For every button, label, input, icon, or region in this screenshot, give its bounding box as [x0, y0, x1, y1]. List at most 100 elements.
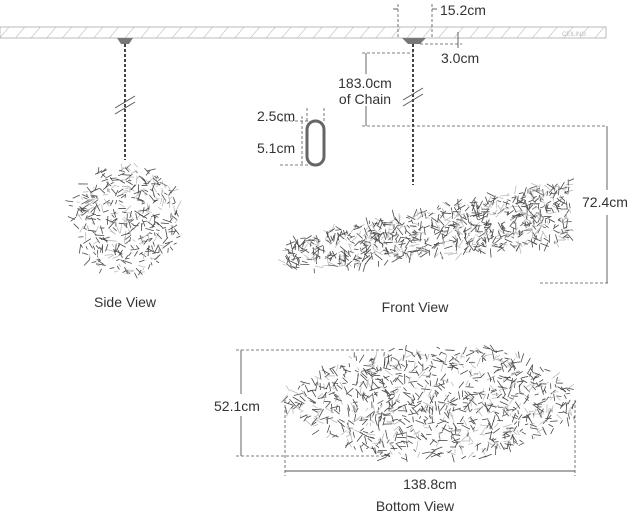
- foliage-stroke: [307, 396, 316, 403]
- foliage-stroke: [345, 260, 353, 267]
- foliage-stroke: [457, 212, 463, 219]
- foliage-stroke: [325, 256, 332, 260]
- foliage-stroke: [390, 231, 395, 235]
- foliage-stroke: [557, 386, 567, 392]
- foliage-stroke: [300, 381, 311, 385]
- foliage-stroke: [424, 415, 429, 420]
- foliage-stroke: [513, 215, 519, 224]
- height-dimension: 72.4cm: [540, 126, 628, 284]
- foliage-stroke: [365, 244, 372, 252]
- foliage-stroke: [111, 218, 118, 223]
- foliage-stroke: [403, 391, 411, 395]
- foliage-stroke: [419, 252, 428, 258]
- foliage-stroke: [564, 228, 574, 232]
- foliage-stroke: [385, 429, 388, 440]
- foliage-stroke: [339, 255, 343, 265]
- foliage-stroke: [412, 239, 422, 241]
- foliage-stroke: [430, 450, 436, 454]
- foliage-stroke: [397, 360, 402, 369]
- foliage-stroke: [379, 221, 383, 231]
- foliage-stroke: [452, 240, 457, 244]
- foliage-stroke: [291, 404, 294, 414]
- foliage-stroke: [468, 236, 476, 242]
- foliage-stroke: [358, 354, 365, 363]
- foliage-stroke: [549, 192, 558, 195]
- foliage-stroke: [519, 393, 524, 395]
- foliage-stroke: [110, 181, 114, 185]
- foliage-stroke: [135, 245, 140, 250]
- foliage-stroke: [76, 201, 80, 204]
- foliage-stroke: [537, 407, 545, 413]
- foliage-stroke: [152, 177, 159, 184]
- foliage-stroke: [107, 254, 115, 259]
- foliage-stroke: [434, 221, 440, 230]
- foliage-stroke: [507, 444, 512, 453]
- foliage-stroke: [391, 418, 398, 421]
- foliage-stroke: [368, 232, 372, 237]
- foliage-stroke: [553, 187, 557, 192]
- foliage-stroke: [388, 442, 392, 447]
- height-label: 72.4cm: [582, 194, 628, 210]
- foliage-stroke: [299, 249, 304, 252]
- foliage-stroke: [402, 251, 407, 255]
- foliage-stroke: [405, 349, 414, 354]
- foliage-stroke: [87, 229, 97, 232]
- foliage-stroke: [398, 451, 402, 455]
- foliage-stroke: [328, 229, 333, 232]
- foliage-stroke: [487, 403, 494, 407]
- foliage-stroke: [483, 227, 491, 229]
- foliage-stroke: [517, 417, 521, 421]
- foliage-stroke: [455, 252, 462, 261]
- foliage-stroke: [326, 228, 336, 235]
- foliage-stroke: [480, 206, 484, 211]
- foliage-stroke: [116, 178, 123, 182]
- foliage-stroke: [434, 385, 441, 387]
- foliage-stroke: [543, 237, 550, 242]
- foliage-stroke: [393, 406, 402, 412]
- foliage-stroke: [342, 377, 349, 383]
- foliage-stroke: [542, 188, 544, 197]
- foliage-stroke: [448, 413, 454, 418]
- foliage-stroke: [367, 438, 373, 442]
- foliage-stroke: [435, 391, 438, 398]
- chain-length-sublabel: of Chain: [339, 91, 391, 107]
- foliage-stroke: [122, 164, 132, 170]
- foliage-stroke: [403, 387, 407, 392]
- foliage-stroke: [303, 391, 307, 397]
- foliage-stroke: [397, 257, 403, 260]
- foliage-stroke: [316, 377, 319, 386]
- foliage-stroke: [565, 218, 569, 229]
- foliage-stroke: [150, 262, 153, 266]
- foliage-stroke: [487, 441, 490, 446]
- foliage-stroke: [310, 238, 312, 242]
- foliage-stroke: [448, 357, 455, 363]
- canopy-height-label: 3.0cm: [441, 50, 479, 66]
- foliage-stroke: [344, 230, 349, 237]
- foliage-stroke: [509, 220, 515, 227]
- foliage-stroke: [398, 236, 402, 243]
- foliage-stroke: [412, 394, 416, 401]
- foliage-stroke: [502, 393, 507, 399]
- foliage-stroke: [127, 219, 132, 229]
- foliage-stroke: [532, 225, 537, 230]
- foliage-stroke: [467, 415, 472, 420]
- foliage-stroke: [340, 250, 347, 255]
- foliage-stroke: [124, 270, 135, 275]
- foliage-stroke: [174, 228, 180, 235]
- foliage-stroke: [120, 259, 126, 264]
- depth-dimension: 52.1cm: [214, 349, 385, 457]
- foliage-stroke: [428, 415, 432, 420]
- foliage-stroke: [368, 229, 376, 232]
- foliage-stroke: [452, 236, 459, 242]
- foliage-stroke: [327, 390, 331, 394]
- foliage-stroke: [483, 345, 492, 350]
- foliage-stroke: [403, 417, 411, 423]
- foliage-stroke: [434, 400, 438, 411]
- foliage-stroke: [321, 391, 328, 399]
- foliage-stroke: [382, 413, 391, 416]
- foliage-stroke: [561, 188, 567, 191]
- foliage-stroke: [515, 392, 519, 395]
- foliage-stroke: [442, 201, 450, 207]
- foliage-stroke: [560, 401, 567, 408]
- foliage-stroke: [478, 237, 487, 240]
